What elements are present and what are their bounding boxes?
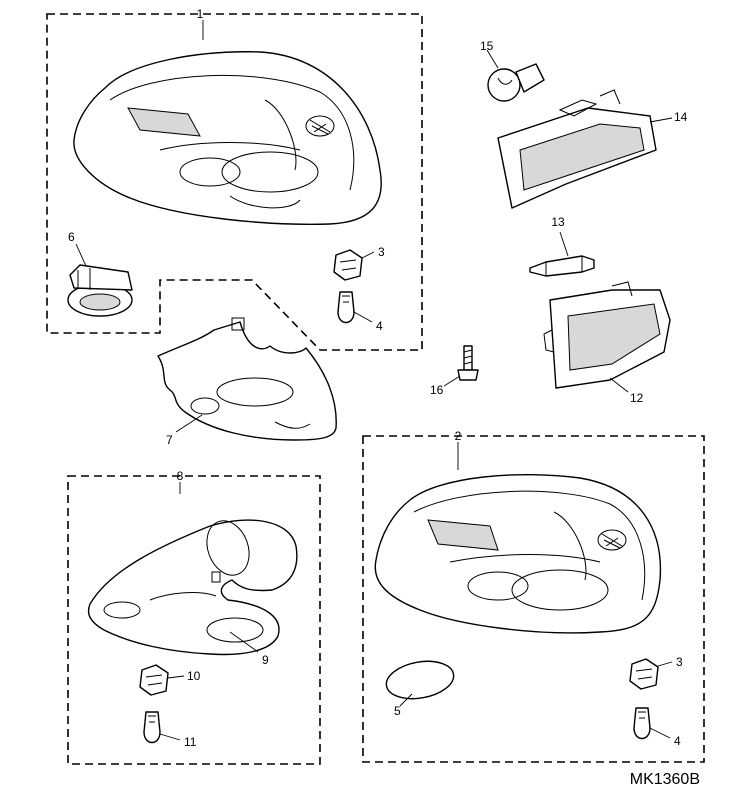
lens-12 xyxy=(543,281,671,389)
lamp-unit-14 xyxy=(497,89,657,209)
group-1-boundary xyxy=(46,13,423,351)
lens-disc-5 xyxy=(385,660,455,700)
switch-6 xyxy=(67,264,133,317)
interior-lamp-housing-1 xyxy=(73,51,382,225)
callout-2: 2 xyxy=(455,429,462,443)
leader-14 xyxy=(649,117,673,123)
callout-1: 1 xyxy=(197,7,204,21)
leader-6 xyxy=(75,243,87,267)
screw-16 xyxy=(457,345,479,381)
callout-13: 13 xyxy=(551,215,565,229)
callout-3: 3 xyxy=(378,245,385,259)
bulb-holder-3-upper xyxy=(333,249,363,281)
callout-11: 11 xyxy=(184,735,197,749)
leader-4-lower xyxy=(649,727,671,739)
callout-10: 10 xyxy=(187,669,201,683)
interior-lamp-housing-2 xyxy=(374,473,662,634)
bulb-4-lower xyxy=(633,707,651,740)
leader-3-lower xyxy=(657,661,673,667)
callout-7: 7 xyxy=(166,433,173,447)
leader-4-upper xyxy=(353,311,373,323)
leader-11 xyxy=(159,733,181,741)
leader-3-upper xyxy=(361,251,375,259)
callout-9: 9 xyxy=(262,653,269,667)
bulb-holder-10 xyxy=(139,664,169,696)
leader-9 xyxy=(229,631,259,653)
callout-16: 16 xyxy=(430,383,444,397)
callout-3: 3 xyxy=(676,655,683,669)
group-2-boundary xyxy=(362,435,705,763)
leader-5 xyxy=(399,693,413,707)
callout-12: 12 xyxy=(630,391,644,405)
callout-14: 14 xyxy=(674,110,688,124)
callout-8: 8 xyxy=(177,469,184,483)
leader-16 xyxy=(443,375,461,387)
leader-12 xyxy=(609,377,629,393)
group-8-boundary xyxy=(67,475,321,765)
festoon-bulb-13 xyxy=(529,255,595,277)
drawing-code: MK1360B xyxy=(630,771,700,788)
leader-15 xyxy=(486,49,499,69)
callout-15: 15 xyxy=(480,39,494,53)
leader-7 xyxy=(175,414,203,433)
bulb-11 xyxy=(143,711,161,744)
leader-13 xyxy=(559,231,569,257)
trim-cover-7 xyxy=(157,317,337,441)
trim-cover-9 xyxy=(87,519,298,656)
callout-4: 4 xyxy=(674,734,681,748)
callout-5: 5 xyxy=(394,704,401,718)
bulb-4-upper xyxy=(337,291,355,324)
leader-10 xyxy=(167,675,185,679)
bulb-holder-3-lower xyxy=(629,658,659,690)
bulb-15 xyxy=(487,63,545,102)
callout-6: 6 xyxy=(68,230,75,244)
callout-4: 4 xyxy=(376,319,383,333)
